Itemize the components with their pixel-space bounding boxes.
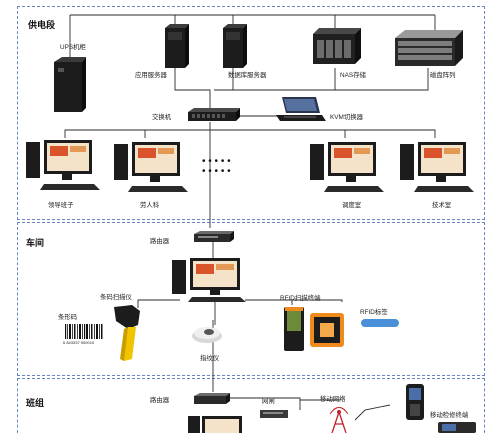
section-workshop [17,222,485,376]
pc-workshop-icon [172,258,246,302]
pc-dispatch-icon [310,142,384,192]
rfid-terminal-label: RFID扫描终端 [280,295,321,302]
switch-label: 交换机 [152,114,172,121]
section-title-workshop: 车间 [26,238,45,248]
nas-storage-icon [313,28,361,64]
kvm-switch-icon [276,97,326,121]
gateway-label: 网闸 [262,398,275,405]
app-server-label: 应用服务器 [135,72,167,79]
kvm-label: KVM切换器 [330,114,364,121]
pc-labor-icon [114,142,188,192]
section-power [17,6,485,220]
pc-dispatch-label: 调度室 [342,202,362,209]
ups-cabinet-icon [54,57,86,112]
pc-team-icon [188,416,242,433]
antenna-tower-icon [329,407,349,433]
disk-array-icon [395,30,463,66]
db-server-label: 数据库服务器 [228,72,267,79]
barcode-icon [65,324,103,339]
router-workshop-label: 路由器 [150,238,170,245]
disk-array-label: 磁盘阵列 [430,72,456,79]
router-workshop-icon [194,231,234,242]
rfid-terminal-icon [284,307,344,351]
mobile-terminal-label: 移动检修终端 [430,412,469,419]
app-server-icon [165,24,189,68]
ups-label: UPS机柜 [60,44,86,51]
section-title-power: 供电段 [28,20,56,30]
pc-labor-label: 劳人科 [140,202,160,209]
barcode-scanner-label: 条码扫描仪 [100,294,132,301]
fingerprint-reader-icon [192,327,222,343]
switch-icon [188,108,240,121]
barcode-label: 条形码 [58,314,78,321]
mobile-terminal-second-icon [438,422,476,433]
rfid-tag-icon [361,319,399,327]
barcode-scanner-icon [114,305,140,361]
fingerprint-label: 指纹仪 [200,355,220,362]
mobile-terminal-icon [406,384,424,420]
barcode-digits: 6 843337 900010 [63,340,95,345]
pc-leader-icon [26,140,100,190]
gateway-icon [260,410,288,418]
db-server-icon [223,24,247,68]
section-title-team: 班组 [26,398,45,408]
pc-tech-icon [400,142,474,192]
nas-label: NAS存储 [340,72,366,79]
section-team [17,378,485,433]
router-team-icon [194,393,230,404]
rfid-tag-label: RFID标签 [360,309,388,316]
mobile-network-label: 移动网络 [320,396,346,403]
pc-leader-label: 领导班子 [48,202,74,209]
pc-tech-label: 技术室 [432,202,452,209]
router-team-label: 路由器 [150,397,170,404]
